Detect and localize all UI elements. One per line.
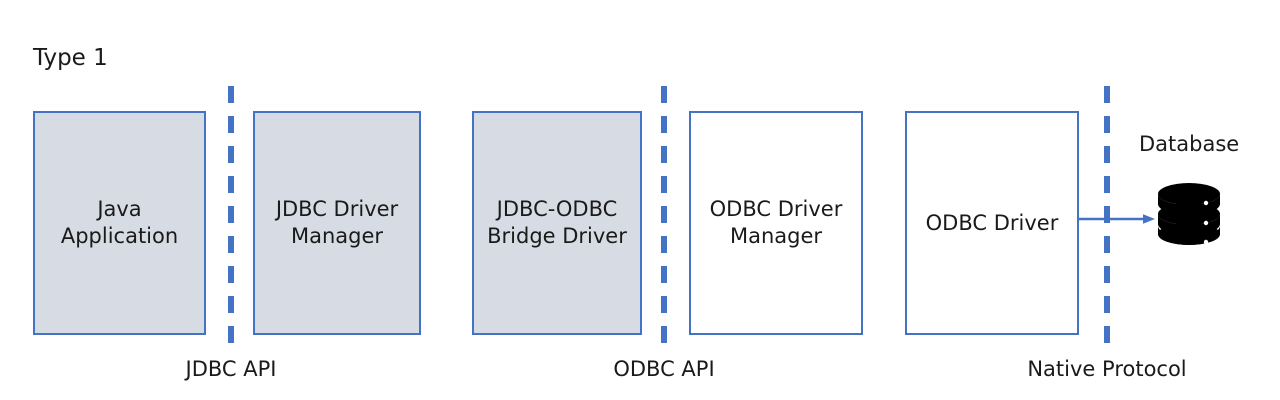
database-label: Database — [1139, 132, 1240, 156]
boundary-label-native-protocol: Native Protocol — [1027, 357, 1187, 381]
node-label: ODBC Driver — [925, 210, 1059, 235]
node-label: ODBC Driver Manager — [709, 197, 843, 248]
arrow-icon — [1077, 214, 1155, 224]
boundary-line-odbc-api — [661, 86, 667, 348]
boundary-line-native-protocol — [1104, 86, 1110, 348]
node-jdbc-driver-manager[interactable]: JDBC Driver Manager — [253, 111, 421, 335]
node-jdbc-odbc-bridge-driver[interactable]: JDBC-ODBC Bridge Driver — [472, 111, 642, 335]
boundary-label-odbc-api: ODBC API — [613, 357, 715, 381]
arrow-odbc-driver-to-database — [1077, 211, 1157, 227]
database-cylinder-icon — [1156, 172, 1222, 256]
node-odbc-driver-manager[interactable]: ODBC Driver Manager — [689, 111, 863, 335]
boundary-label-jdbc-api: JDBC API — [185, 357, 277, 381]
node-label: JDBC-ODBC Bridge Driver — [487, 197, 627, 248]
node-label: JDBC Driver Manager — [275, 197, 399, 248]
node-odbc-driver[interactable]: ODBC Driver — [905, 111, 1079, 335]
diagram-title: Type 1 — [33, 45, 108, 71]
node-java-application[interactable]: Java Application — [33, 111, 206, 335]
boundary-line-jdbc-api — [228, 86, 234, 348]
node-label: Java Application — [60, 197, 179, 248]
